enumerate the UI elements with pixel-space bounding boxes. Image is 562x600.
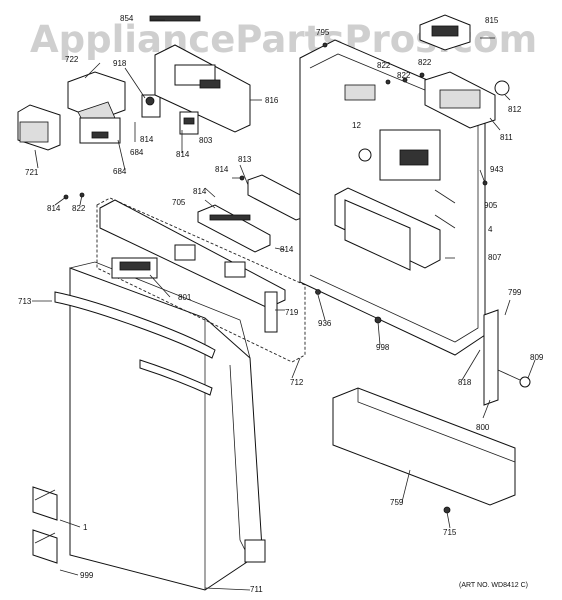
- callout-712: 712: [290, 378, 304, 387]
- callout-814-d: 814: [193, 187, 207, 196]
- callout-807: 807: [488, 253, 502, 262]
- component-803: [179, 111, 199, 135]
- callout-814-b: 814: [176, 150, 190, 159]
- callout-684-b: 684: [113, 167, 127, 176]
- inner-door: [299, 39, 486, 356]
- callout-795: 795: [316, 28, 330, 37]
- wire-854: [149, 15, 201, 22]
- callout-822-a: 822: [377, 61, 391, 70]
- detergent-dispenser: [67, 71, 126, 144]
- callout-998: 998: [376, 343, 390, 352]
- callout-812: 812: [508, 105, 522, 114]
- screws: [63, 42, 488, 514]
- callout-943: 943: [490, 165, 504, 174]
- callout-1: 1: [83, 523, 88, 532]
- control-board: [197, 204, 271, 253]
- control-panel-assembly: [96, 197, 306, 363]
- callout-759: 759: [390, 498, 404, 507]
- callout-822-b: 822: [397, 71, 411, 80]
- callout-4: 4: [488, 225, 493, 234]
- hinge-800: [483, 309, 531, 406]
- latch-816: [154, 44, 251, 133]
- callout-822-c: 822: [418, 58, 432, 67]
- vent-assembly-811: [424, 71, 510, 129]
- callout-811: 811: [500, 133, 513, 142]
- callout-813: 813: [238, 155, 252, 164]
- callout-711: 711: [250, 585, 263, 594]
- callout-854: 854: [120, 14, 134, 23]
- callout-705: 705: [172, 198, 186, 207]
- door-handle: [54, 291, 216, 396]
- callout-815: 815: [485, 16, 499, 25]
- callout-814-f: 814: [280, 245, 294, 254]
- callout-12: 12: [352, 121, 361, 130]
- callout-814-e: 814: [47, 204, 61, 213]
- callout-799: 799: [508, 288, 522, 297]
- callout-818: 818: [458, 378, 472, 387]
- callout-800: 800: [476, 423, 490, 432]
- label-sheets: [32, 486, 58, 564]
- leader-lines: [32, 19, 536, 591]
- panel-815: [419, 14, 471, 51]
- callout-918: 918: [113, 59, 127, 68]
- callouts: 854 795 815 722 918 822 822 822 812 816 …: [18, 14, 544, 594]
- callout-814-a: 814: [140, 135, 154, 144]
- callout-722: 722: [65, 55, 79, 64]
- callout-816: 816: [265, 96, 279, 105]
- art-number: (ART NO. WD8412 C): [459, 582, 528, 589]
- callout-905: 905: [484, 201, 498, 210]
- switch-918: [141, 94, 161, 118]
- vent-721: [17, 104, 61, 151]
- callout-715: 715: [443, 528, 457, 537]
- outer-door-panel: [69, 261, 266, 591]
- callout-814-c: 814: [215, 165, 229, 174]
- callout-822-d: 822: [72, 204, 86, 213]
- callout-721: 721: [25, 168, 39, 177]
- callout-684-a: 684: [130, 148, 144, 157]
- callout-999: 999: [80, 571, 94, 580]
- callout-803: 803: [199, 136, 213, 145]
- callout-719: 719: [285, 308, 299, 317]
- callout-809: 809: [530, 353, 544, 362]
- callout-801: 801: [178, 293, 192, 302]
- callout-936: 936: [318, 319, 332, 328]
- callout-713: 713: [18, 297, 32, 306]
- toe-kick: [332, 387, 516, 506]
